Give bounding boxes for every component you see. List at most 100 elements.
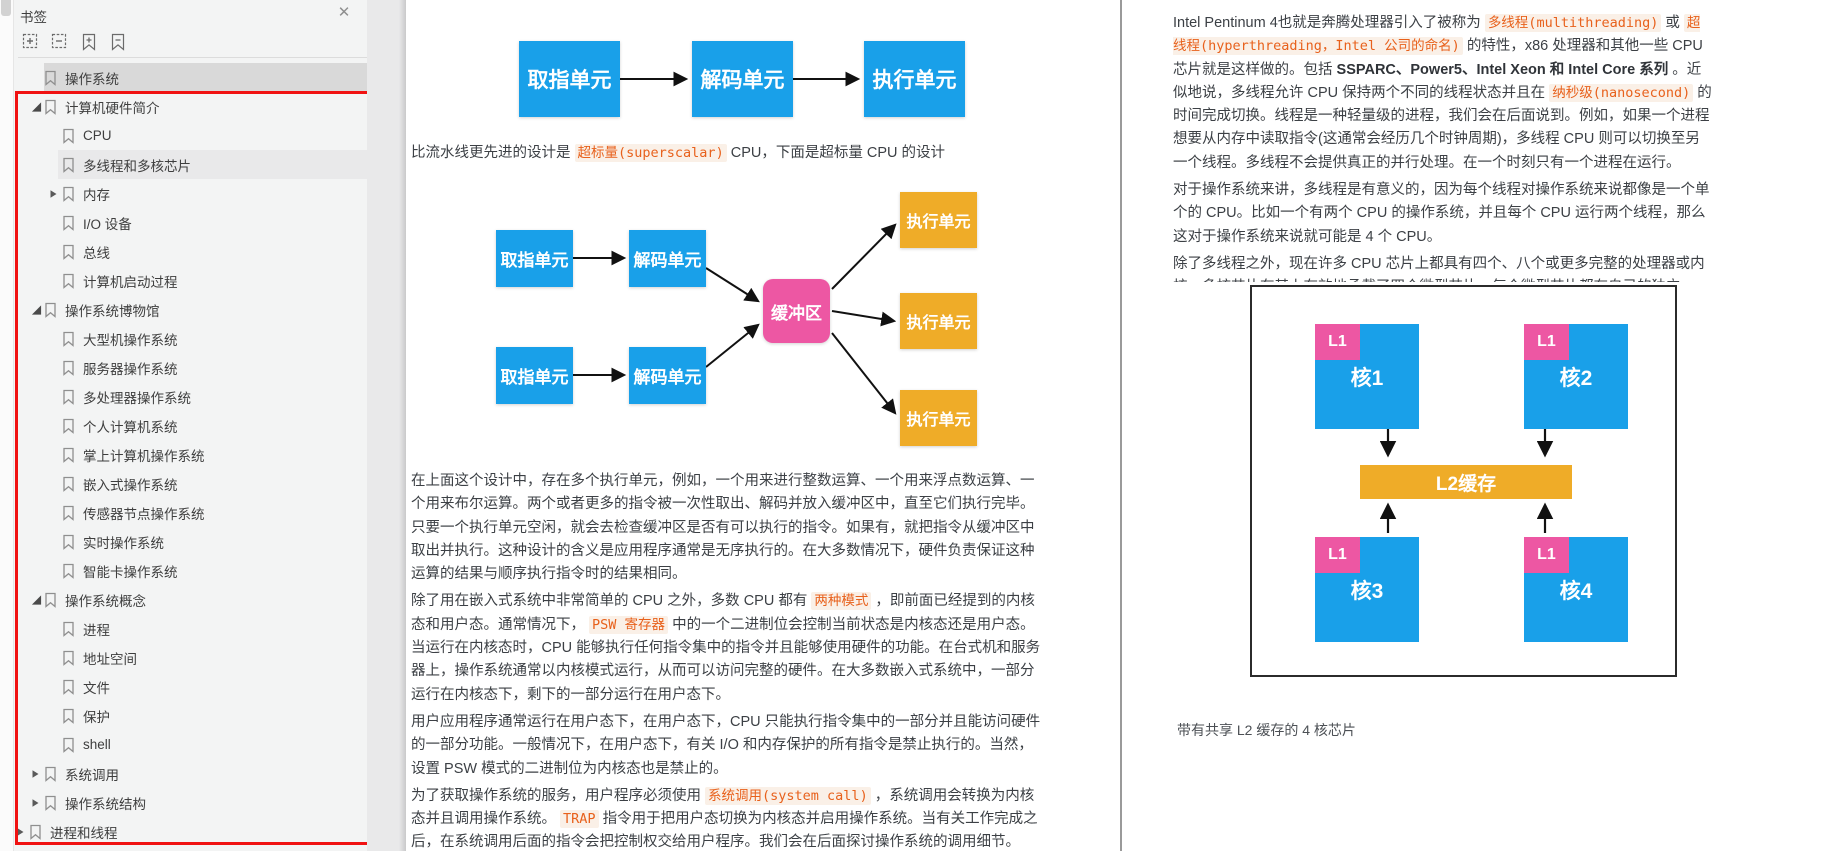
highlighted-term: 纳秒级(nanosecond) [1549, 83, 1694, 102]
expand-all-icon[interactable] [22, 33, 40, 52]
bookmark-item[interactable]: 地址空间 [0, 643, 367, 672]
text-run: 的特性，x86 处理器和其他一些 CPU 芯片就是这样做的。包括 [1173, 38, 1703, 78]
bookmark-icon [62, 563, 77, 579]
expander-spacer [49, 333, 62, 345]
execute-unit-box: 执行单元 [900, 192, 977, 248]
expand-icon[interactable] [31, 768, 44, 780]
bookmark-label: 个人计算机系统 [83, 419, 178, 435]
collapse-icon[interactable] [31, 101, 44, 113]
bookmark-label: 操作系统博物馆 [65, 303, 160, 319]
toolbar-divider [18, 57, 367, 58]
bookmark-item[interactable]: 操作系统 [0, 63, 367, 92]
bookmark-item[interactable]: 嵌入式操作系统 [0, 469, 367, 498]
bookmark-icon [62, 215, 77, 231]
expand-icon[interactable] [16, 826, 29, 838]
bookmark-item[interactable]: 保护 [0, 701, 367, 730]
bookmark-item[interactable]: 操作系统博物馆 [0, 295, 367, 324]
expander-spacer [49, 449, 62, 461]
bookmark-item[interactable]: 智能卡操作系统 [0, 556, 367, 585]
bookmark-label: CPU [83, 128, 112, 143]
bookmark-item[interactable]: 系统调用 [0, 759, 367, 788]
paragraph: 用户应用程序通常运行在用户态下，在用户态下，CPU 只能执行指令集中的一部分并且… [411, 711, 1043, 781]
bookmark-icon [62, 679, 77, 695]
bookmark-item[interactable]: 大型机操作系统 [0, 324, 367, 353]
l2-cache-box: L2缓存 [1360, 465, 1572, 499]
bookmark-item[interactable]: 进程 [0, 614, 367, 643]
bookmark-item[interactable]: 服务器操作系统 [0, 353, 367, 382]
buffer-box: 缓冲区 [763, 279, 830, 343]
expander-spacer [49, 739, 62, 751]
core-label: 核4 [1559, 579, 1593, 603]
panel-tab-handle[interactable] [1, 0, 11, 16]
bookmark-label: shell [83, 737, 111, 752]
bookmark-item[interactable]: 内存 [0, 179, 367, 208]
bookmark-label: 内存 [83, 187, 110, 203]
l1-cache-badge: L1 [1524, 324, 1569, 360]
expander-spacer [49, 623, 62, 635]
bookmark-label: 嵌入式操作系统 [83, 477, 178, 493]
bookmark-icon [44, 302, 59, 318]
bookmark-item[interactable]: CPU [0, 121, 367, 150]
superscalar-intro-line: 比流水线更先进的设计是 超标量(superscalar) CPU，下面是超标量 … [411, 141, 945, 162]
fetch-unit-box: 取指单元 [496, 230, 573, 287]
bookmark-icon [29, 824, 44, 840]
expand-icon[interactable] [49, 188, 62, 200]
text-run: 为了获取操作系统的服务，用户程序必须使用 [411, 787, 706, 804]
bookmark-label: 服务器操作系统 [83, 361, 178, 377]
page2-text-column: Intel Pentinum 4也就是奔腾处理器引入了被称为 多线程(multi… [1173, 12, 1713, 282]
bookmark-item[interactable]: 操作系统概念 [0, 585, 367, 614]
bookmark-label: 多线程和多核芯片 [83, 158, 191, 174]
bookmark-item[interactable]: 多线程和多核芯片 [0, 150, 367, 179]
pipeline-diagram: 取指单元 解码单元 执行单元 [408, 30, 1048, 130]
bookmark-item[interactable]: 多处理器操作系统 [0, 382, 367, 411]
paragraph: 对于操作系统来讲，多线程是有意义的，因为每个线程对操作系统来说都像是一个单个的 … [1173, 179, 1713, 249]
bookmark-icon [62, 534, 77, 550]
expander-spacer [49, 478, 62, 490]
add-bookmark-icon[interactable] [80, 33, 98, 52]
core-label: 核1 [1350, 366, 1384, 390]
expand-icon[interactable] [31, 797, 44, 809]
bookmark-item[interactable]: 个人计算机系统 [0, 411, 367, 440]
expander-spacer [49, 420, 62, 432]
remove-bookmark-icon[interactable] [109, 33, 127, 52]
expander-spacer [49, 217, 62, 229]
bookmark-label: 文件 [83, 680, 110, 696]
bookmark-label: 系统调用 [65, 767, 119, 783]
bookmark-item[interactable]: 文件 [0, 672, 367, 701]
bookmark-item[interactable]: 总线 [0, 237, 367, 266]
expander-spacer [49, 246, 62, 258]
bookmark-icon [62, 331, 77, 347]
core-label: 核3 [1350, 579, 1384, 603]
collapse-icon[interactable] [31, 304, 44, 316]
bookmark-label: 操作系统结构 [65, 796, 146, 812]
collapse-icon[interactable] [31, 594, 44, 606]
bookmark-item[interactable]: 计算机硬件简介 [0, 92, 367, 121]
paragraph: 在上面这个设计中，存在多个执行单元，例如，一个用来进行整数运算、一个用来浮点数运… [411, 470, 1043, 586]
expander-spacer [49, 130, 62, 142]
l1-cache-badge: L1 [1315, 324, 1360, 360]
close-icon[interactable]: ✕ [337, 4, 351, 21]
bookmark-item[interactable]: 实时操作系统 [0, 527, 367, 556]
bookmark-item[interactable]: 操作系统结构 [0, 788, 367, 817]
bookmark-item[interactable]: shell [0, 730, 367, 759]
superscalar-diagram: 取指单元 解码单元 取指单元 解码单元 缓冲区 执行单元 执行单元 执行单元 [420, 175, 1040, 460]
collapse-all-icon[interactable] [51, 33, 69, 52]
bookmark-label: 保护 [83, 709, 110, 725]
expander-spacer [49, 275, 62, 287]
bookmark-label: 操作系统 [65, 71, 119, 87]
bookmark-item[interactable]: 计算机启动过程 [0, 266, 367, 295]
expander-spacer [49, 362, 62, 374]
bookmark-item[interactable]: 传感器节点操作系统 [0, 498, 367, 527]
bookmark-item[interactable]: 掌上计算机操作系统 [0, 440, 367, 469]
expander-spacer [49, 710, 62, 722]
bookmark-label: 地址空间 [83, 651, 137, 667]
text-run: 在上面这个设计中，存在多个执行单元，例如，一个用来进行整数运算、一个用来浮点数运… [411, 473, 1035, 583]
fetch-unit-box: 取指单元 [496, 347, 573, 404]
bookmark-item[interactable]: 进程和线程 [0, 817, 367, 846]
figure-caption: 带有共享 L2 缓存的 4 核芯片 [1177, 722, 1356, 738]
bookmark-item[interactable]: I/O 设备 [0, 208, 367, 237]
text-run: 或 [1661, 15, 1684, 31]
text-run: 的时间完成切换。线程是一种轻量级的进程，我们会在后面说到。例如，如果一个进程想要… [1173, 84, 1712, 171]
bookmark-label: 进程和线程 [50, 825, 118, 841]
